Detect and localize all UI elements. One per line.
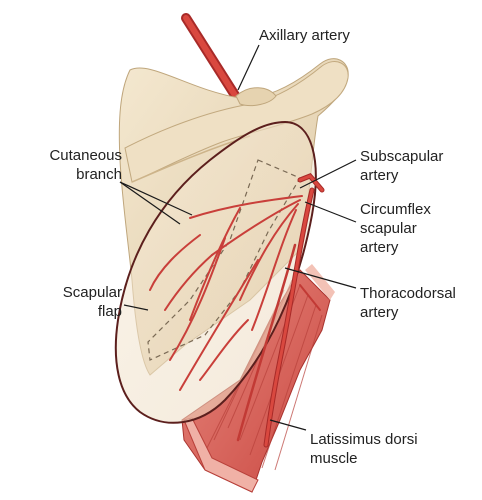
axillary-artery — [181, 13, 243, 105]
label-circumflex-scapular-artery: Circumflex scapular artery — [360, 201, 431, 256]
label-axillary-artery: Axillary artery — [259, 27, 350, 44]
label-latissimus-dorsi-muscle: Latissimus dorsi muscle — [310, 431, 418, 467]
arteries — [149, 173, 325, 448]
label-thoracodorsal-artery: Thoracodorsal artery — [360, 285, 456, 321]
leader-lines — [119, 44, 357, 431]
label-subscapular-artery: Subscapular artery — [360, 148, 444, 184]
label-scapular-flap: Scapular flap — [62, 284, 122, 320]
scapular-flap — [114, 120, 317, 424]
label-cutaneous-branch: Cutaneous branch — [49, 147, 122, 183]
